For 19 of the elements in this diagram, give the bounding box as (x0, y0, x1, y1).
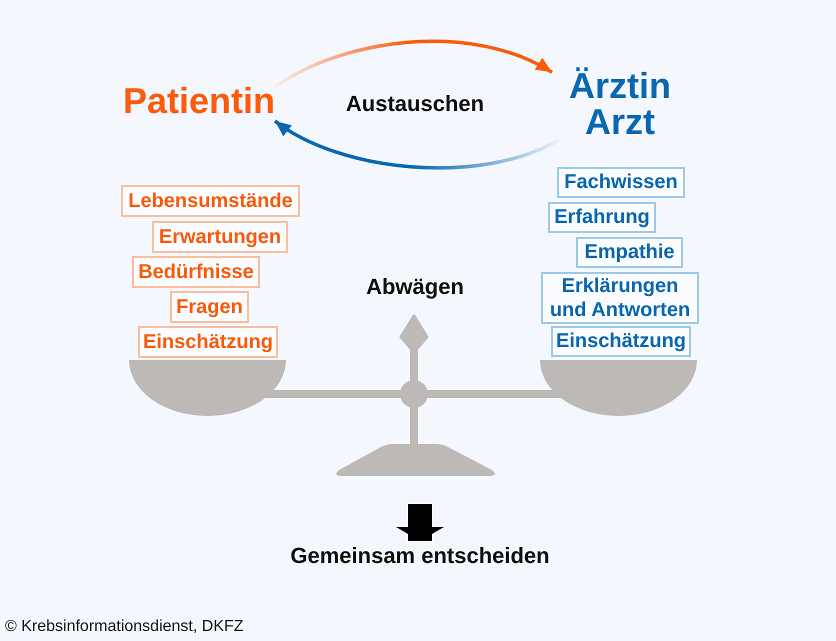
block-arrow (396, 504, 444, 541)
keyword-tag: Erwartungen (152, 221, 288, 253)
curved-arrow (274, 40, 553, 88)
exchange-label: Austauschen (346, 91, 484, 117)
keyword-tag: Einschätzung (551, 326, 692, 357)
keyword-tag: Erfahrung (548, 202, 656, 233)
role-heading: Patientin (123, 81, 276, 121)
keyword-tag: Fachwissen (557, 167, 685, 198)
keyword-tag: Lebensumstände (121, 185, 300, 217)
result-text: Gemeinsam entscheiden (290, 541, 550, 571)
role-heading: Ärztin Arzt (552, 68, 688, 140)
keyword-tag: Empathie (576, 237, 683, 268)
keyword-tag: Bedürfnisse (132, 256, 260, 288)
keyword-tag: Fragen (170, 291, 249, 323)
keyword-tag: Erklärungen und Antworten (541, 272, 699, 324)
copyright-caption: © Krebsinformationsdienst, DKFZ (5, 617, 244, 637)
keyword-tag: Einschätzung (138, 326, 278, 358)
scale-label: Abwägen (366, 274, 464, 300)
curved-arrow (274, 120, 560, 170)
